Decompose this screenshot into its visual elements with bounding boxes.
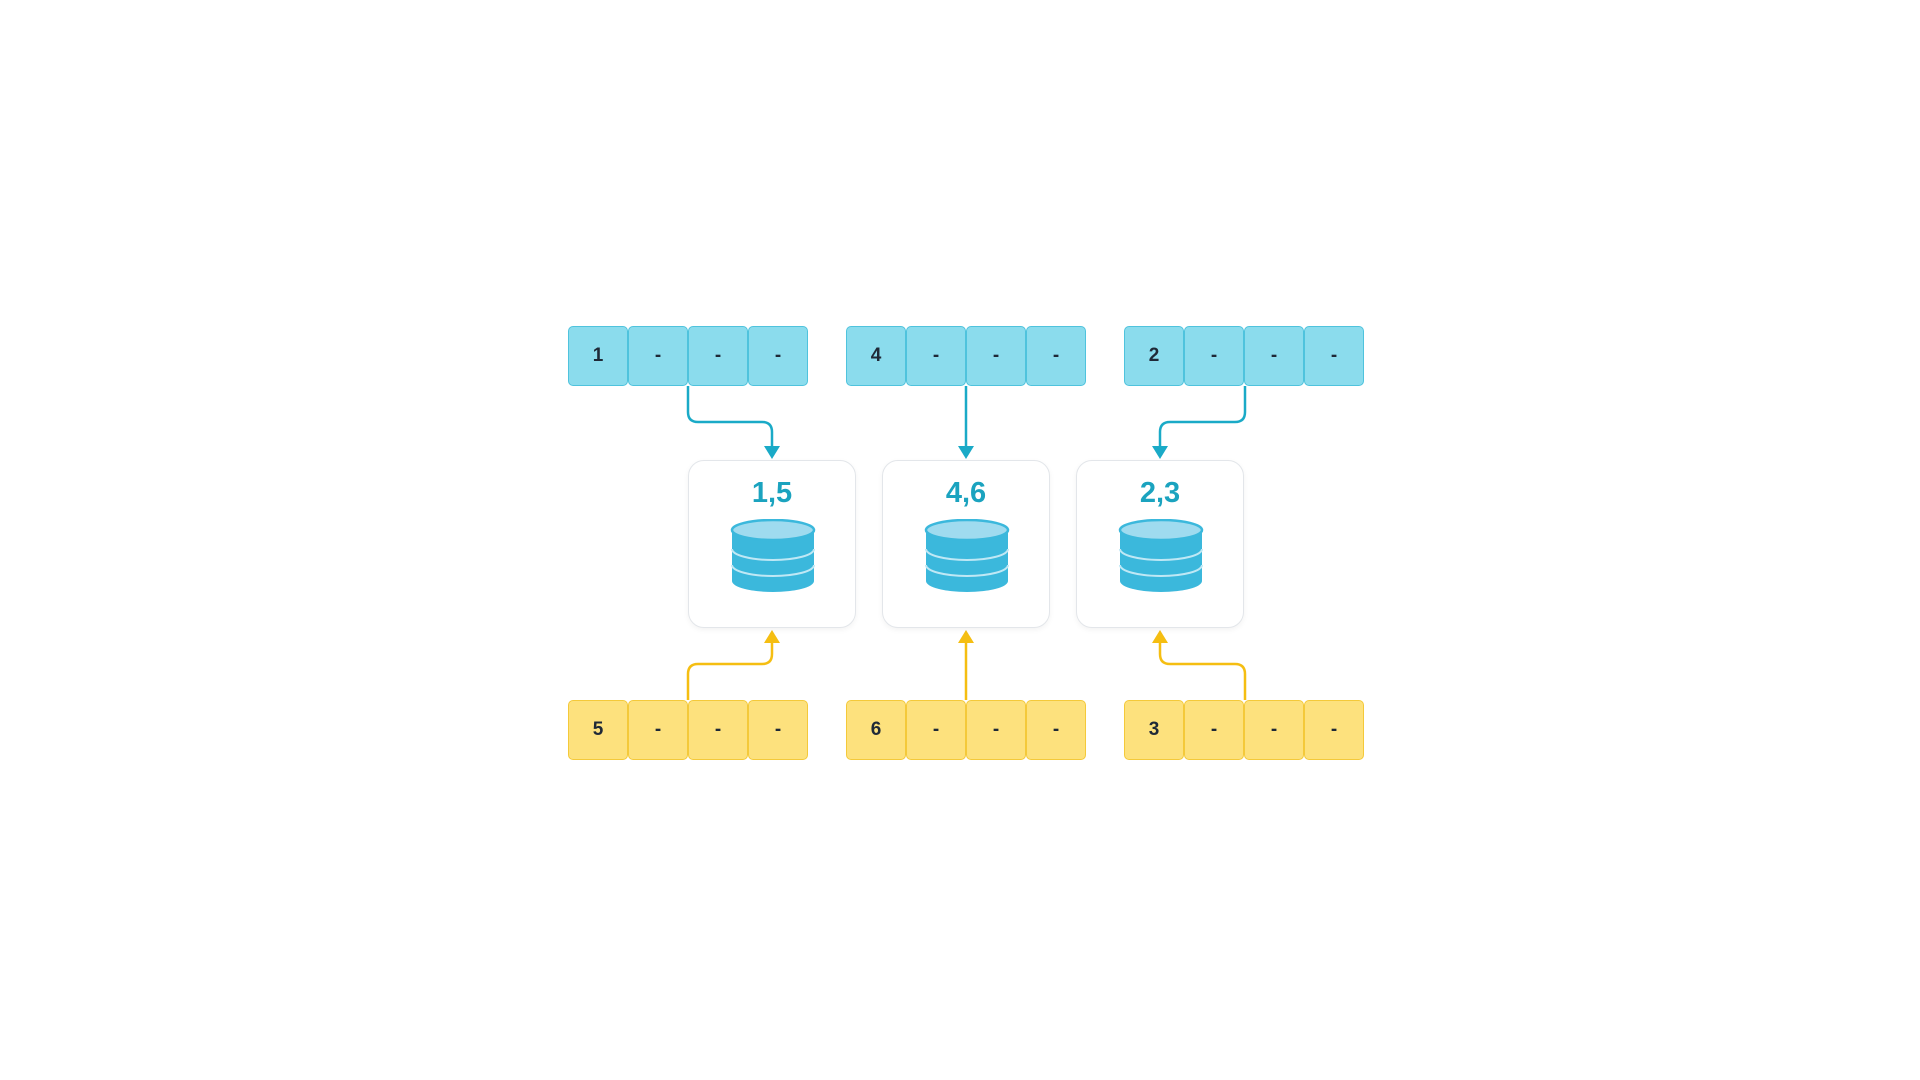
top-row-2-cell-1: 4 [846, 326, 906, 386]
bottom-row-3-cell-1: 3 [1124, 700, 1184, 760]
bottom-row-3: 3 - - - [1124, 700, 1364, 760]
top-row-3-cell-1: 2 [1124, 326, 1184, 386]
top-row-1-cell-1: 1 [568, 326, 628, 386]
node-2-label: 4,6 [945, 477, 987, 509]
bottom-row-2: 6 - - - [846, 700, 1086, 760]
top-row-1-cell-2: - [628, 326, 688, 386]
bottom-row-2-cell-4: - [1026, 700, 1086, 760]
arrowhead-top-3 [1152, 446, 1168, 459]
top-row-3: 2 - - - [1124, 326, 1364, 386]
bottom-row-1-cell-4: - [748, 700, 808, 760]
top-row-3-cell-2: - [1184, 326, 1244, 386]
arrowhead-top-1 [764, 446, 780, 459]
top-row-2-cell-2: - [906, 326, 966, 386]
arrowhead-top-2 [958, 446, 974, 459]
bottom-row-1-cell-2: - [628, 700, 688, 760]
top-row-2-cell-3: - [966, 326, 1026, 386]
node-1-label: 1,5 [751, 477, 793, 509]
bottom-row-3-cell-2: - [1184, 700, 1244, 760]
top-row-3-cell-4: - [1304, 326, 1364, 386]
top-row-2-cell-4: - [1026, 326, 1086, 386]
bottom-row-3-cell-3: - [1244, 700, 1304, 760]
connector-bottom-3 [1158, 640, 1247, 700]
connector-top-1 [686, 386, 774, 450]
storage-node-3: 2,3 [1076, 460, 1244, 628]
node-3-label: 2,3 [1139, 477, 1181, 509]
arrowhead-bottom-1 [764, 630, 780, 643]
bottom-row-1-cell-1: 5 [568, 700, 628, 760]
top-row-3-cell-3: - [1244, 326, 1304, 386]
connector-bottom-1 [686, 640, 774, 700]
database-icon [924, 519, 1010, 592]
bottom-row-2-cell-1: 6 [846, 700, 906, 760]
storage-node-2: 4,6 [882, 460, 1050, 628]
top-row-1-cell-3: - [688, 326, 748, 386]
database-icon [730, 519, 816, 592]
arrowhead-bottom-2 [958, 630, 974, 643]
top-row-2: 4 - - - [846, 326, 1086, 386]
bottom-row-2-cell-3: - [966, 700, 1026, 760]
bottom-row-2-cell-2: - [906, 700, 966, 760]
bottom-row-3-cell-4: - [1304, 700, 1364, 760]
connector-top-3 [1158, 386, 1247, 450]
top-row-1: 1 - - - [568, 326, 808, 386]
bottom-row-1: 5 - - - [568, 700, 808, 760]
bottom-row-1-cell-3: - [688, 700, 748, 760]
database-icon [1118, 519, 1204, 592]
storage-node-1: 1,5 [688, 460, 856, 628]
top-row-1-cell-4: - [748, 326, 808, 386]
arrowhead-bottom-3 [1152, 630, 1168, 643]
